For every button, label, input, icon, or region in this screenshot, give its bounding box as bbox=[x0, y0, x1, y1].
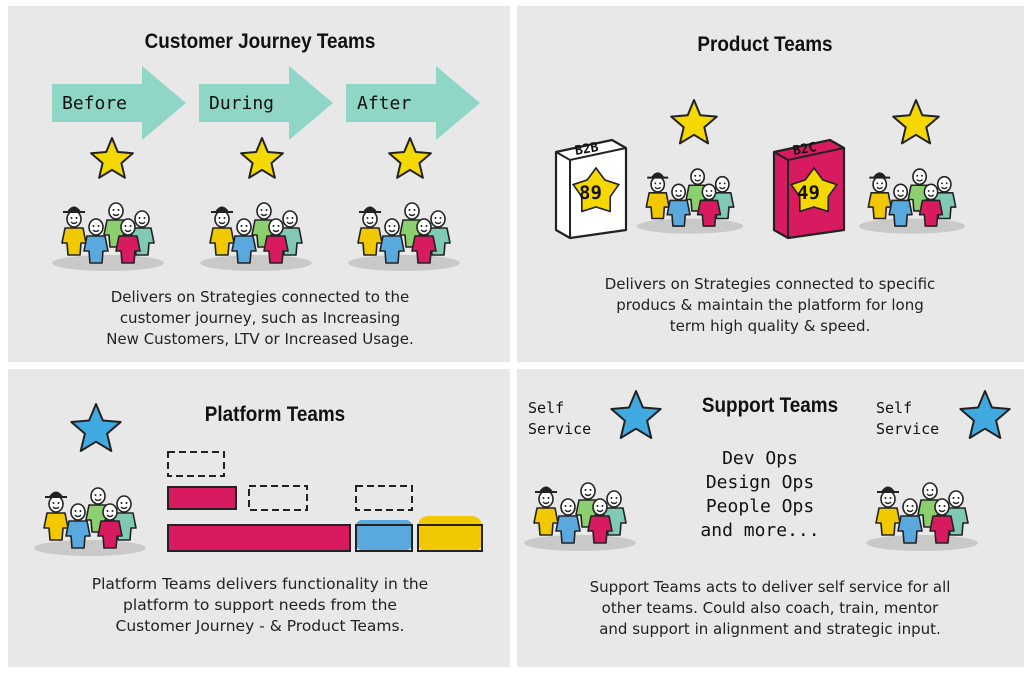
desc-line: producs & maintain the platform for long bbox=[616, 296, 924, 314]
team-group bbox=[858, 168, 966, 234]
self-service-line: Self bbox=[876, 399, 913, 417]
product-title: Product Teams bbox=[697, 33, 833, 56]
magenta-block-large bbox=[167, 524, 351, 552]
team-group bbox=[636, 168, 744, 234]
desc-line: customer journey, such as Increasing bbox=[119, 309, 401, 327]
arrow-during bbox=[199, 66, 333, 140]
team-group bbox=[200, 202, 312, 271]
ops-item: and more... bbox=[700, 520, 820, 541]
empty-block bbox=[355, 485, 413, 511]
self-service-line: Service bbox=[528, 420, 592, 438]
platform-description: Platform Teams delivers functionality in… bbox=[40, 574, 480, 637]
team-group bbox=[524, 482, 636, 551]
stage-label-after: After bbox=[357, 93, 412, 114]
star-icon bbox=[90, 137, 134, 179]
b2b-number: 89 bbox=[579, 182, 602, 204]
desc-line: Customer Journey - & Product Teams. bbox=[115, 617, 405, 635]
star-icon bbox=[892, 99, 940, 145]
magenta-block-small bbox=[167, 486, 237, 510]
desc-line: and support in alignment and strategic i… bbox=[599, 620, 941, 638]
burst-icon bbox=[571, 166, 621, 213]
stage-label-during: During bbox=[209, 93, 275, 114]
yellow-block-outline bbox=[417, 524, 483, 552]
desc-line: Delivers on Strategies connected to the bbox=[110, 288, 410, 306]
customer-journey-description: Delivers on Strategies connected to the … bbox=[40, 287, 480, 350]
desc-line: other teams. Could also coach, train, me… bbox=[601, 599, 939, 617]
team-group bbox=[52, 202, 164, 271]
empty-block bbox=[167, 451, 225, 477]
desc-line: Delivers on Strategies connected to spec… bbox=[604, 275, 936, 293]
ops-item: Design Ops bbox=[705, 472, 815, 493]
desc-line: platform to support needs from the bbox=[123, 596, 397, 614]
star-icon bbox=[959, 390, 1011, 439]
customer-journey-title: Customer Journey Teams bbox=[144, 30, 376, 53]
platform-title: Platform Teams bbox=[204, 403, 346, 426]
star-icon bbox=[240, 137, 284, 179]
b2c-product-box bbox=[772, 138, 846, 240]
self-service-line: Self bbox=[528, 399, 565, 417]
self-service-left: Self Service bbox=[528, 398, 591, 440]
arrow-after bbox=[346, 66, 480, 140]
b2c-number: 49 bbox=[797, 182, 820, 204]
team-group bbox=[34, 487, 146, 556]
desc-line: Support Teams acts to deliver self servi… bbox=[589, 578, 951, 596]
ops-list: Dev Ops Design Ops People Ops and more..… bbox=[680, 447, 840, 543]
star-icon bbox=[388, 137, 432, 179]
support-description: Support Teams acts to deliver self servi… bbox=[540, 577, 1000, 640]
desc-line: term high quality & speed. bbox=[669, 317, 871, 335]
self-service-right: Self Service bbox=[876, 398, 939, 440]
star-icon bbox=[70, 403, 122, 452]
stage-label-before: Before bbox=[62, 93, 128, 114]
ops-item: People Ops bbox=[705, 496, 815, 517]
product-description: Delivers on Strategies connected to spec… bbox=[545, 274, 995, 337]
empty-block bbox=[248, 485, 308, 511]
star-icon bbox=[610, 390, 662, 439]
arrow-before bbox=[52, 66, 186, 140]
blue-block bbox=[356, 520, 412, 550]
desc-line: New Customers, LTV or Increased Usage. bbox=[106, 330, 414, 348]
star-icon bbox=[670, 99, 718, 145]
panel-customer-journey bbox=[8, 6, 510, 362]
burst-icon bbox=[789, 166, 839, 213]
yellow-block bbox=[418, 516, 482, 552]
team-group bbox=[866, 482, 978, 551]
team-group bbox=[348, 202, 460, 271]
b2b-product-box bbox=[554, 138, 628, 240]
ops-item: Dev Ops bbox=[722, 448, 798, 469]
support-title: Support Teams bbox=[701, 394, 839, 417]
blue-block-outline bbox=[355, 524, 413, 552]
self-service-line: Service bbox=[876, 420, 940, 438]
desc-line: Platform Teams delivers functionality in… bbox=[91, 575, 429, 593]
